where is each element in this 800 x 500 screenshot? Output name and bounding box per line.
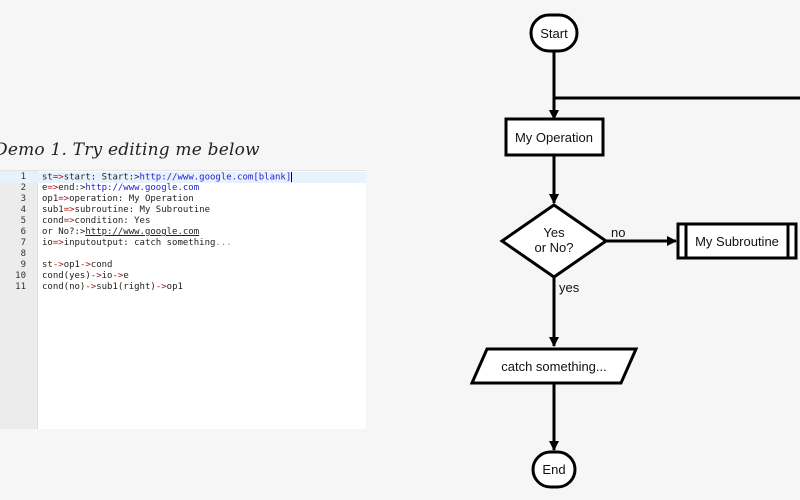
line-number: 9 bbox=[20, 260, 26, 270]
code-token: => bbox=[58, 194, 70, 204]
code-token: op1 bbox=[166, 282, 183, 292]
code-token: op1 bbox=[42, 194, 59, 204]
edge-label-yes: yes bbox=[559, 280, 580, 295]
code-token: ... bbox=[215, 238, 232, 248]
code-token: -> bbox=[52, 260, 64, 270]
code-token: condition: Yes bbox=[74, 216, 151, 226]
code-token: => bbox=[63, 216, 75, 226]
code-token: -> bbox=[85, 282, 97, 292]
line-number: 3 bbox=[20, 194, 26, 204]
code-token: sub1(right) bbox=[96, 282, 156, 292]
io-label: catch something... bbox=[501, 359, 607, 374]
code-token: cond(yes) bbox=[42, 271, 91, 281]
code-text[interactable]: cond=>condition: Yes bbox=[42, 216, 150, 227]
code-token: inputoutput: catch something bbox=[63, 238, 216, 248]
line-number-gutter bbox=[0, 171, 38, 429]
end-label: End bbox=[542, 462, 565, 477]
code-token: end:> bbox=[58, 183, 86, 193]
code-token: cond bbox=[90, 260, 113, 270]
code-text[interactable]: io=>inputoutput: catch something... bbox=[42, 238, 232, 249]
code-token: http://www.google.com bbox=[85, 183, 200, 193]
code-token: st bbox=[42, 172, 53, 183]
code-token: io bbox=[42, 238, 53, 248]
flow-node-end[interactable]: End bbox=[531, 450, 577, 489]
code-text[interactable]: st->op1->cond bbox=[42, 260, 112, 271]
line-number: 6 bbox=[20, 227, 26, 237]
line-number: 1 bbox=[20, 172, 26, 182]
code-token: start: Start:> bbox=[63, 172, 140, 183]
code-text[interactable]: st=>start: Start:>http://www.google.com[… bbox=[42, 172, 293, 184]
flow-node-operation[interactable]: My Operation bbox=[504, 117, 605, 157]
line-number: 11 bbox=[15, 282, 26, 292]
code-token: http://www.google.com bbox=[85, 227, 200, 237]
code-token: op1 bbox=[63, 260, 80, 270]
line-number: 7 bbox=[20, 238, 26, 248]
code-token: e bbox=[42, 183, 48, 193]
code-token: io bbox=[101, 271, 113, 281]
editor-line[interactable]: 3 op1=>operation: My Operation bbox=[0, 194, 366, 205]
code-token: [blank] bbox=[253, 172, 292, 183]
line-number: 5 bbox=[20, 216, 26, 226]
code-token: => bbox=[52, 238, 64, 248]
edge-label-no: no bbox=[611, 225, 625, 240]
line-number: 10 bbox=[15, 271, 26, 281]
code-token: -> bbox=[90, 271, 102, 281]
editor-line[interactable]: 1 st=>start: Start:>http://www.google.com… bbox=[0, 172, 366, 183]
line-number: 4 bbox=[20, 205, 26, 215]
code-text[interactable]: e=>end:>http://www.google.com bbox=[42, 183, 199, 194]
flow-connectors bbox=[549, 51, 800, 451]
code-token: operation: My Operation bbox=[69, 194, 194, 204]
start-label: Start bbox=[540, 26, 568, 41]
editor-line[interactable]: 4 sub1=>subroutine: My Subroutine bbox=[0, 205, 366, 216]
code-token: => bbox=[52, 172, 64, 183]
code-text[interactable]: sub1=>subroutine: My Subroutine bbox=[42, 205, 210, 216]
operation-label: My Operation bbox=[515, 130, 593, 145]
code-token: => bbox=[63, 205, 75, 215]
editor-line[interactable]: 5 cond=>condition: Yes bbox=[0, 216, 366, 227]
code-token: cond(no) bbox=[42, 282, 86, 292]
code-token: -> bbox=[112, 271, 124, 281]
code-token: st bbox=[42, 260, 53, 270]
code-token: cond bbox=[42, 216, 64, 226]
editor-line[interactable]: 6 or No?:>http://www.google.com bbox=[0, 227, 366, 238]
code-token: -> bbox=[155, 282, 167, 292]
code-token: => bbox=[47, 183, 59, 193]
code-token: sub1 bbox=[42, 205, 64, 215]
condition-label-line1: Yes bbox=[543, 225, 565, 240]
code-token: http://www.google.com bbox=[139, 172, 254, 183]
code-token: or No?:> bbox=[42, 227, 86, 237]
editor-line[interactable]: 8 bbox=[0, 249, 366, 260]
subroutine-label: My Subroutine bbox=[695, 234, 779, 249]
flow-node-io[interactable]: catch something... bbox=[469, 347, 639, 385]
code-text[interactable]: cond(no)->sub1(right)->op1 bbox=[42, 282, 183, 293]
flow-node-subroutine[interactable]: My Subroutine bbox=[676, 222, 798, 260]
code-token: e bbox=[123, 271, 129, 281]
demo-title: Demo 1. Try editing me below bbox=[0, 140, 260, 160]
editor-line[interactable]: 2 e=>end:>http://www.google.com bbox=[0, 183, 366, 194]
condition-label-line2: or No? bbox=[534, 240, 573, 255]
code-text[interactable]: op1=>operation: My Operation bbox=[42, 194, 194, 205]
flow-node-start[interactable]: Start bbox=[529, 13, 579, 53]
line-number: 2 bbox=[20, 183, 26, 193]
code-token: subroutine: My Subroutine bbox=[74, 205, 210, 215]
line-number: 8 bbox=[20, 249, 26, 259]
flow-node-condition[interactable]: Yes or No? bbox=[499, 203, 609, 279]
code-text[interactable]: or No?:>http://www.google.com bbox=[42, 227, 199, 238]
code-text[interactable]: cond(yes)->io->e bbox=[42, 271, 129, 282]
code-token: -> bbox=[79, 260, 91, 270]
text-cursor bbox=[291, 172, 293, 182]
editor-line[interactable]: 7 io=>inputoutput: catch something... bbox=[0, 238, 366, 249]
